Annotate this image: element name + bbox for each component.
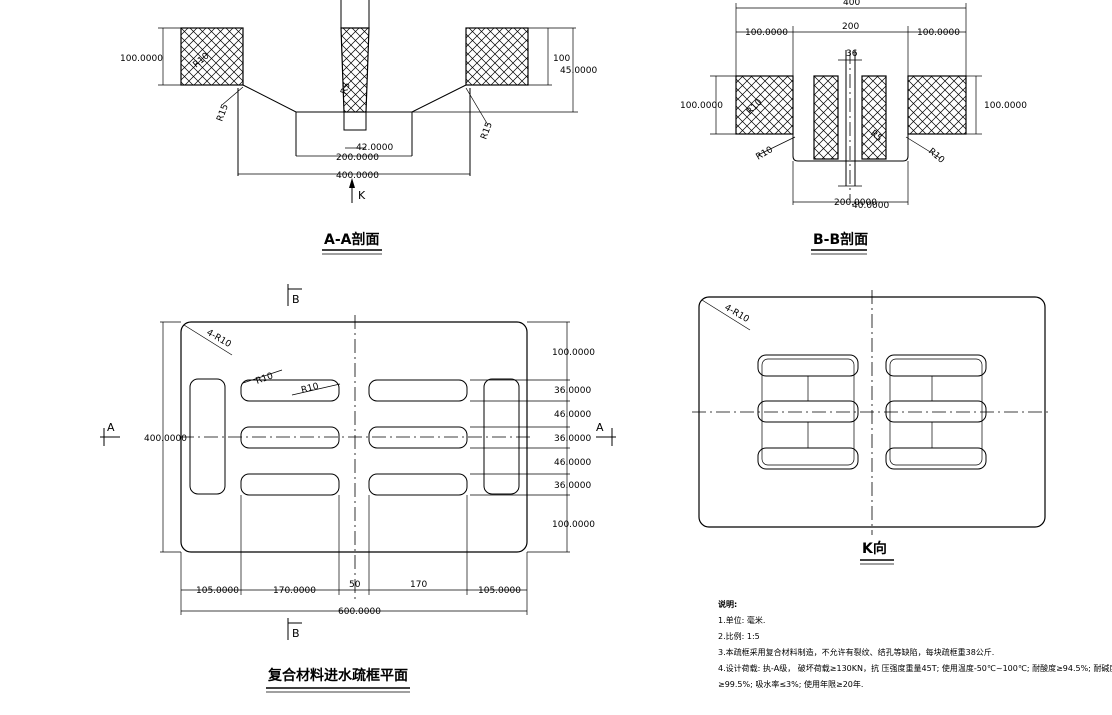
bb-center-right <box>861 75 887 160</box>
plan-slot-5 <box>240 473 340 496</box>
marker-a-right: A <box>596 421 604 434</box>
plan-right-dim-2: 46.0000 <box>554 410 591 420</box>
k-slot-4 <box>885 400 987 423</box>
aa-left-block <box>180 27 244 86</box>
bb-left-block <box>735 75 794 135</box>
title-section-bb: B-B剖面 <box>813 231 868 248</box>
plan-slot-1 <box>240 379 340 402</box>
title-plan: 复合材料进水疏框平面 <box>267 667 408 684</box>
plan-right-dim-1: 36.0000 <box>554 386 591 396</box>
bb-w100-left: 100.0000 <box>745 28 788 38</box>
bb-w200-bottom: 200.0000 <box>834 198 877 208</box>
aa-r15-left: R15 <box>215 103 230 123</box>
plan-slot-right <box>483 378 520 495</box>
k-view <box>692 290 1052 535</box>
plan-h400: 400.0000 <box>144 434 187 444</box>
notes-line-5: ≥99.5%; 吸水率≤3%; 使用年限≥20年. <box>718 679 863 689</box>
plan-r10-b: R10 <box>300 382 320 396</box>
plan-slot-6 <box>368 473 468 496</box>
bb-h100-right: 100.0000 <box>984 101 1027 111</box>
plan-bottom-dim-3: 170 <box>410 580 427 590</box>
aa-w200: 200.0000 <box>336 153 379 163</box>
plan-slot-4 <box>368 426 468 449</box>
notes-line-2: 2.比例: 1:5 <box>718 631 760 641</box>
plan-right-dim-6: 100.0000 <box>552 520 595 530</box>
notes: 说明: 1.单位: 毫米. 2.比例: 1:5 3.本疏框采用复合材料制造，不允… <box>718 599 1112 689</box>
aa-w400: 400.0000 <box>336 171 379 181</box>
plan-w600: 600.0000 <box>338 607 381 617</box>
section-bb <box>710 3 982 205</box>
marker-a-left: A <box>107 421 115 434</box>
plan-right-dim-0: 100.0000 <box>552 348 595 358</box>
notes-heading: 说明: <box>718 599 737 609</box>
aa-height-left: 100.0000 <box>120 54 163 64</box>
plan-view <box>100 284 616 640</box>
plan-bottom-dim-0: 105.0000 <box>196 586 239 596</box>
bb-w200: 200 <box>842 22 859 32</box>
aa-r15-right: R15 <box>479 121 494 141</box>
bb-w36: 36 <box>846 49 858 59</box>
bb-right-block <box>907 75 967 135</box>
plan-slot-left <box>189 378 226 495</box>
notes-line-4: 4.设计荷载: 执-A级， 破坏荷载≥130KN，抗 压强度重量45T; 使用温… <box>718 663 1112 673</box>
section-aa <box>158 0 578 203</box>
title-section-aa: A-A剖面 <box>324 231 379 248</box>
aa-height-right2: 45.0000 <box>560 66 597 76</box>
k-marker: K <box>358 189 366 202</box>
aa-center-rib <box>340 27 370 113</box>
bb-r10-c: R10 <box>926 147 946 166</box>
plan-right-dim-4: 46.0000 <box>554 458 591 468</box>
bb-w400: 400 <box>843 0 860 8</box>
aa-right-block <box>465 27 529 86</box>
k-slot-3 <box>757 400 859 423</box>
k-slot-1 <box>757 354 859 377</box>
plan-bottom-dim-2: 50 <box>349 580 361 590</box>
bb-center-left <box>813 75 839 160</box>
bb-w100-right: 100.0000 <box>917 28 960 38</box>
k-slot-6 <box>885 447 987 470</box>
aa-w42: 42.0000 <box>356 143 393 153</box>
bb-w40-bottom: 40.0000 <box>852 201 889 211</box>
plan-bottom-dim-4: 105.0000 <box>478 586 521 596</box>
plan-slot-3 <box>240 426 340 449</box>
plan-right-dim-5: 36.0000 <box>554 481 591 491</box>
title-view-k: K向 <box>862 540 887 557</box>
k-slot-2 <box>885 354 987 377</box>
marker-b-bottom: B <box>292 627 300 640</box>
aa-height-right: 100 <box>553 54 570 64</box>
plan-right-dim-3: 36.0000 <box>554 434 591 444</box>
k-slot-5 <box>757 447 859 470</box>
plan-r10-a: R10 <box>255 371 275 387</box>
marker-b-top: B <box>292 293 300 306</box>
bb-h100-left: 100.0000 <box>680 101 723 111</box>
notes-line-3: 3.本疏框采用复合材料制造，不允许有裂纹、结孔等缺陷，每块疏框重38公斤. <box>718 647 994 657</box>
aa-r5: R5 <box>339 81 352 96</box>
bb-r10-b: R10 <box>755 145 776 163</box>
notes-line-1: 1.单位: 毫米. <box>718 615 765 625</box>
plan-slot-2 <box>368 379 468 402</box>
plan-bottom-dim-1: 170.0000 <box>273 586 316 596</box>
